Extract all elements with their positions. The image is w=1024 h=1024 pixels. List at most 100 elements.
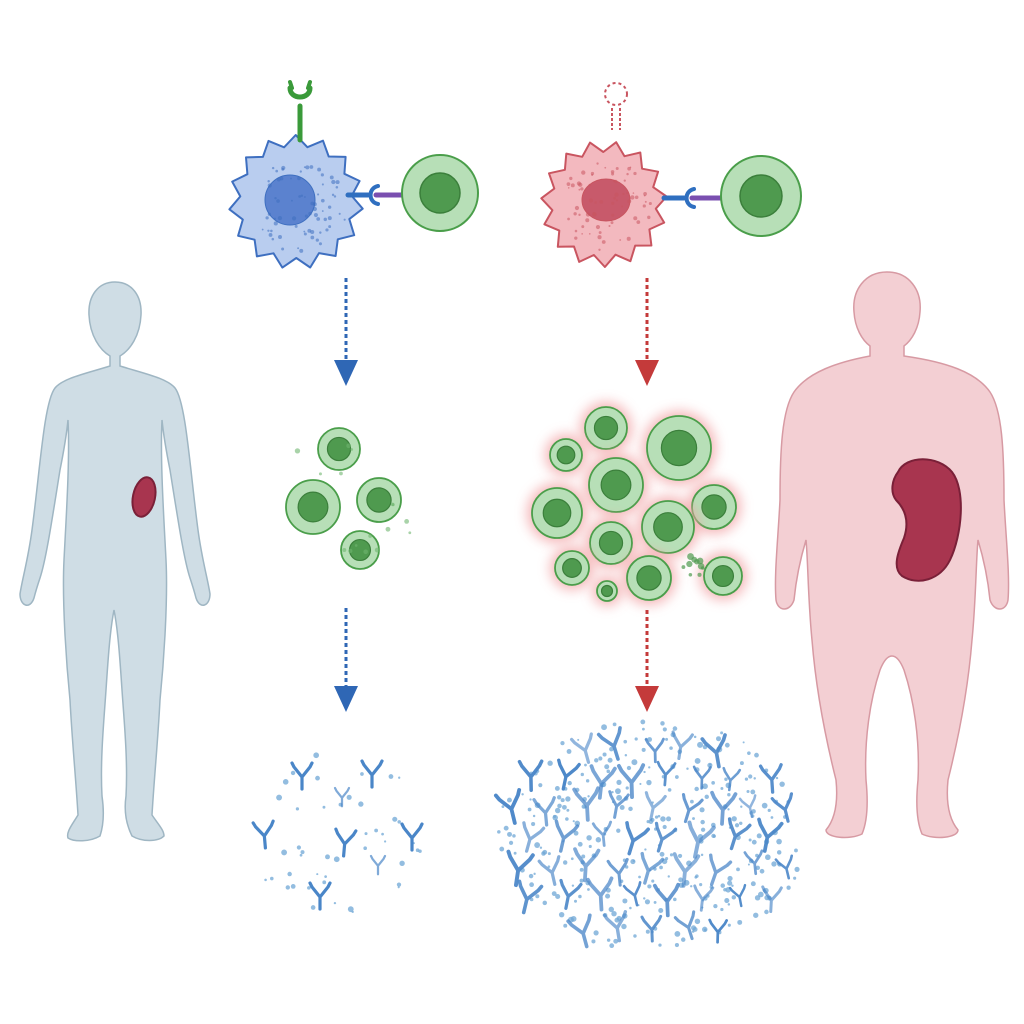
antibody-icon	[517, 879, 544, 915]
antibody-particle	[531, 821, 536, 827]
antibody-particle	[750, 789, 756, 795]
granule	[598, 231, 602, 235]
granule	[610, 170, 615, 174]
antibody-icon	[644, 737, 665, 764]
granule	[308, 211, 312, 216]
granule	[319, 231, 322, 234]
antibody-particle	[641, 727, 645, 731]
antibody-icon	[673, 910, 696, 941]
granule	[592, 212, 597, 217]
t-cell-clone-nucleus	[636, 565, 662, 591]
antibody-icon	[606, 857, 629, 887]
antibody-particle	[658, 943, 662, 947]
debris-dot	[339, 471, 343, 476]
granule	[310, 229, 315, 235]
normal-arrow-2	[334, 608, 358, 712]
granule	[611, 213, 615, 217]
antibody-icon	[569, 732, 593, 764]
antibody-particle	[594, 758, 599, 763]
antibody-particle	[622, 898, 628, 904]
debris-dot	[294, 448, 301, 454]
antibody-particle	[499, 846, 505, 852]
antibody-icon	[671, 730, 694, 761]
granule	[294, 224, 298, 228]
antibody-particle	[739, 761, 744, 766]
antibody-icon	[708, 918, 728, 944]
antibody-particle	[608, 906, 615, 913]
antibody-particle	[363, 846, 367, 851]
antibody-particle	[579, 878, 584, 883]
antibody-particle	[753, 777, 756, 780]
antibody-particle	[570, 857, 574, 861]
debris-dot	[404, 519, 410, 524]
antibody-particle	[551, 891, 557, 897]
antibody-icon	[506, 849, 535, 888]
granule	[277, 215, 283, 221]
antibody-particle	[747, 751, 751, 755]
granule	[578, 188, 581, 191]
antibody-particle	[771, 861, 777, 867]
t-cell-clone-nucleus	[326, 436, 352, 462]
antibody-particle	[501, 805, 505, 809]
antibody-particle	[727, 808, 730, 811]
antibody-icon	[602, 910, 628, 943]
antibody-particle	[609, 943, 615, 949]
antibody-icon	[743, 849, 764, 876]
antibody-particle	[396, 882, 402, 887]
debris-dot	[354, 544, 358, 547]
antibody-particle	[571, 884, 575, 887]
antibody-particle	[325, 854, 330, 860]
antibody-particle	[557, 803, 562, 809]
granule	[317, 167, 322, 172]
antibody-particle	[542, 900, 548, 906]
antibody-icon	[709, 853, 733, 887]
antibody-particle	[398, 776, 401, 779]
granule	[633, 171, 637, 176]
antibody-particle	[697, 741, 704, 748]
granule	[316, 217, 321, 221]
antibody-particle	[624, 865, 629, 869]
antibody-icon	[757, 817, 784, 853]
antibody-particle	[716, 736, 722, 742]
antibody-particle	[313, 752, 320, 759]
antibody-particle	[623, 739, 628, 744]
antibody-particle	[694, 918, 701, 925]
antibody-particle	[269, 876, 274, 881]
granule	[267, 212, 271, 216]
antibody-particle	[580, 772, 584, 777]
granule	[588, 198, 594, 203]
antibody-particle	[672, 726, 678, 731]
antibody-icon	[608, 790, 630, 819]
antibody-particle	[724, 777, 728, 782]
antibody-particle	[529, 897, 534, 902]
granule	[313, 212, 318, 218]
antibody-particle	[648, 819, 654, 825]
antibody-particle	[694, 875, 698, 879]
debris-dot	[408, 531, 412, 535]
antibody-particle	[554, 785, 560, 791]
antibody-particle	[666, 816, 672, 822]
antibody-particle	[333, 901, 337, 905]
antibody-particle	[611, 790, 614, 794]
antibody-particle	[669, 853, 674, 857]
antibody-icon	[640, 851, 665, 885]
antibody-particle	[282, 779, 289, 785]
debris-dot	[342, 548, 347, 552]
antibody-particle	[587, 888, 590, 891]
antibody-particle	[644, 848, 647, 851]
granule	[644, 200, 647, 203]
granule	[608, 224, 611, 228]
antibody-particle	[674, 775, 679, 779]
antibody-particle	[547, 865, 551, 868]
antibody-particle	[720, 731, 724, 735]
granule	[303, 232, 307, 236]
granule	[598, 248, 601, 251]
antibody-icon	[554, 819, 580, 853]
antibody-icon	[566, 913, 592, 949]
antibody-particle	[615, 788, 621, 795]
antibody-particle	[529, 798, 532, 801]
antibody-particle	[660, 816, 666, 822]
granule	[591, 173, 594, 176]
granule	[310, 201, 315, 206]
antibody-particle	[565, 817, 569, 821]
